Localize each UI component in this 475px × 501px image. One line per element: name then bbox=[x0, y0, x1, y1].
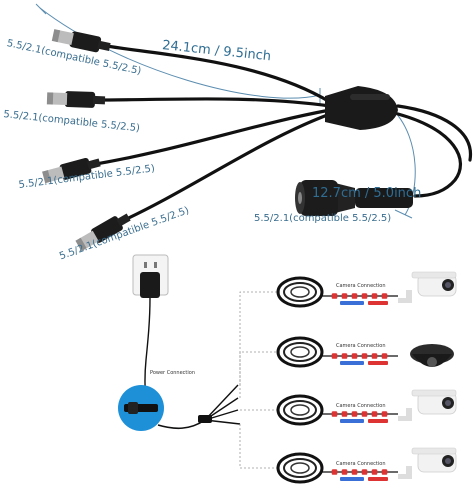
dimension-tick-left bbox=[35, 3, 47, 15]
male-plug-4 bbox=[75, 213, 131, 252]
diagram-splitter-cable bbox=[157, 419, 206, 430]
camera-connection-label-1: Camera Connection bbox=[336, 283, 386, 289]
cable-reel-icon bbox=[276, 452, 324, 484]
dimension-arc-top bbox=[39, 7, 321, 99]
cable-reel-icon bbox=[276, 276, 324, 308]
diagram-splitter-hub bbox=[198, 415, 212, 423]
cable-reel-icon bbox=[276, 394, 324, 426]
male-plug-3 bbox=[42, 157, 101, 184]
camera-connection-label-4: Camera Connection bbox=[336, 461, 386, 467]
dome-camera-icon bbox=[410, 344, 454, 367]
bullet-camera-icon bbox=[398, 389, 457, 421]
female-jack bbox=[295, 180, 413, 216]
bullet-camera-icon bbox=[398, 271, 457, 303]
camera-rows bbox=[276, 271, 457, 484]
splitter-hub bbox=[325, 86, 398, 130]
camera-connection-label-3: Camera Connection bbox=[336, 403, 386, 409]
bullet-camera-icon bbox=[398, 447, 457, 479]
camera-row-1 bbox=[276, 271, 457, 308]
cable-reel-icon bbox=[276, 336, 324, 368]
camera-connection-label-2: Camera Connection bbox=[336, 343, 386, 349]
male-plug-1 bbox=[51, 29, 111, 53]
camera-row-3 bbox=[276, 389, 457, 426]
camera-row-4 bbox=[276, 447, 457, 484]
split-cables bbox=[88, 43, 332, 224]
male-plug-2 bbox=[46, 91, 106, 108]
camera-row-2 bbox=[276, 336, 454, 368]
power-distribution-lines bbox=[239, 291, 280, 469]
power-connection-label: Power Connection bbox=[150, 370, 195, 376]
power-adapter-icon bbox=[140, 272, 160, 298]
female-length-label: 12.7cm / 5.0inch bbox=[312, 186, 422, 201]
dimension-tick-bottom bbox=[394, 209, 413, 219]
female-jack-spec: 5.5/2.1(compatible 5.5/2.5) bbox=[254, 213, 392, 224]
hub-output-cables bbox=[396, 104, 472, 198]
